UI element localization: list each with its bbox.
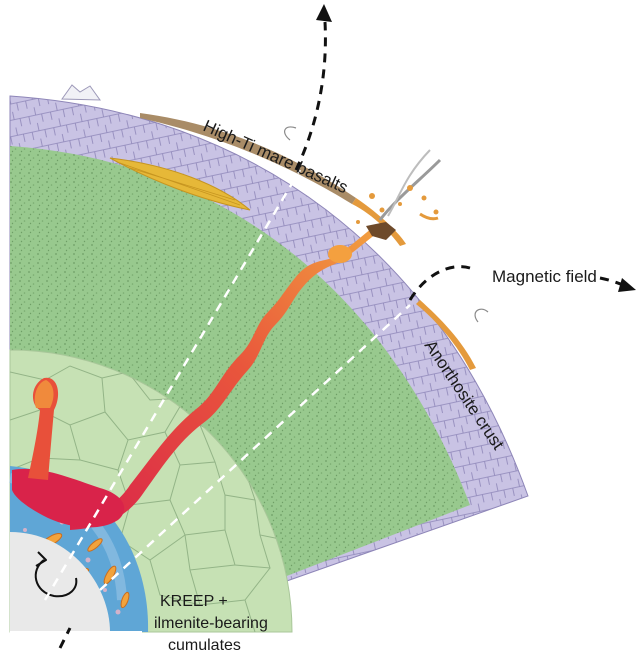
magnetic-field-lines (58, 21, 627, 649)
label-magnetic-field: Magnetic field (492, 267, 597, 286)
label-kreep-line2: ilmenite-bearing (154, 615, 268, 632)
magnetic-arrow-up-icon (316, 4, 332, 22)
surface-peak (61, 84, 101, 101)
magma-conduit (70, 228, 376, 530)
label-kreep-line3: cumulates (168, 637, 241, 654)
core (10, 532, 110, 632)
magnetic-arrow-right-icon (618, 278, 636, 292)
label-kreep-line1: KREEP + (160, 593, 228, 610)
high-ti-mare-basalt-layer (140, 113, 356, 204)
surface-eruption (356, 149, 442, 240)
core-rotation-icon (34, 551, 78, 598)
dashed-lines (43, 169, 411, 601)
